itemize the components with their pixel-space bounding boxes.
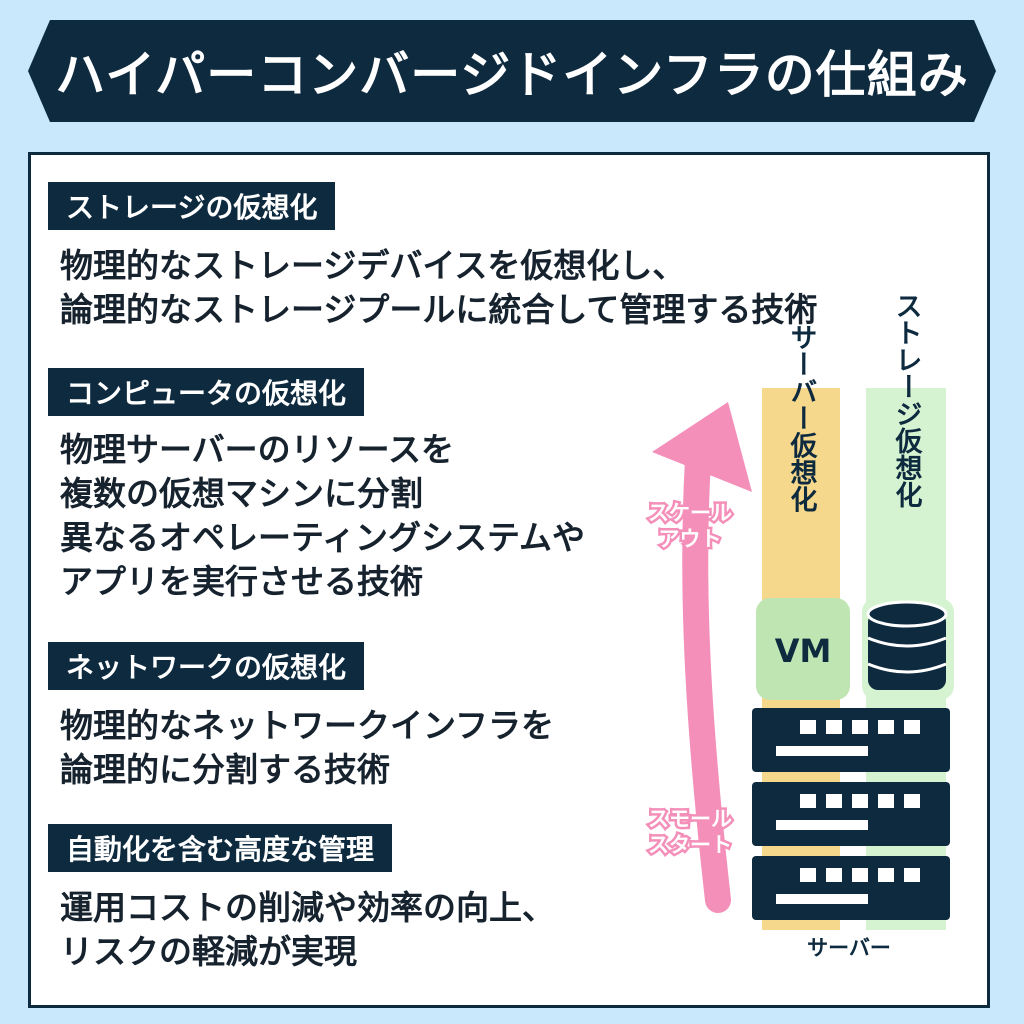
storage-virtualization-label: ストレージ仮想化 bbox=[891, 292, 924, 508]
server-stack bbox=[752, 708, 950, 920]
database-icon bbox=[866, 600, 948, 690]
text-compute-virtualization: 物理サーバーのリソースを 複数の仮想マシンに分割 異なるオペレーティングシステム… bbox=[60, 428, 585, 604]
server-label: サーバー bbox=[807, 936, 891, 960]
vm-box-icon: VM bbox=[756, 598, 850, 700]
heading-compute-virtualization: コンピュータの仮想化 bbox=[48, 368, 365, 416]
text-line: 物理的なストレージデバイスを仮想化し、 bbox=[60, 246, 686, 285]
text-line: 異なるオペレーティングシステムや bbox=[60, 518, 586, 557]
server-virtualization-label: サーバー仮想化 bbox=[786, 324, 819, 513]
text-line: 論理的に分割する技術 bbox=[60, 750, 390, 789]
page-title: ハイパーコンバージドインフラの仕組み bbox=[55, 46, 969, 104]
scale-out-line: アウト bbox=[659, 527, 722, 551]
heading-network-virtualization: ネットワークの仮想化 bbox=[48, 642, 365, 690]
vm-label: VM bbox=[775, 632, 832, 670]
text-line: 物理的なネットワークインフラを bbox=[60, 706, 555, 745]
text-storage-virtualization: 物理的なストレージデバイスを仮想化し、 論理的なストレージプールに統合して管理す… bbox=[60, 244, 817, 332]
scale-up-arrow-icon bbox=[652, 402, 752, 913]
text-line: 複数の仮想マシンに分割 bbox=[60, 474, 423, 513]
title-banner: ハイパーコンバージドインフラの仕組み bbox=[28, 20, 996, 122]
storage-box bbox=[862, 598, 954, 700]
scale-out-label: スケール アウト bbox=[646, 499, 735, 554]
text-line: リスクの軽減が実現 bbox=[60, 932, 357, 971]
text-line: 論理的なストレージプールに統合して管理する技術 bbox=[60, 290, 818, 329]
small-start-line: スタート bbox=[648, 833, 732, 857]
server-rack-icon bbox=[752, 708, 950, 772]
text-line: 運用コストの削減や効率の向上、 bbox=[60, 888, 555, 927]
text-line: アプリを実行させる技術 bbox=[60, 562, 423, 601]
server-rack-icon bbox=[752, 856, 950, 920]
text-line: 物理サーバーのリソースを bbox=[60, 430, 455, 469]
small-start-label: スモール スタート bbox=[646, 805, 735, 860]
scale-out-line: スケール bbox=[648, 501, 732, 525]
heading-storage-virtualization: ストレージの仮想化 bbox=[48, 182, 336, 230]
server-rack-icon bbox=[752, 782, 950, 846]
text-network-virtualization: 物理的なネットワークインフラを 論理的に分割する技術 bbox=[60, 704, 554, 792]
heading-advanced-management: 自動化を含む高度な管理 bbox=[48, 824, 393, 872]
text-advanced-management: 運用コストの削減や効率の向上、 リスクの軽減が実現 bbox=[60, 886, 555, 974]
small-start-line: スモール bbox=[648, 807, 732, 831]
